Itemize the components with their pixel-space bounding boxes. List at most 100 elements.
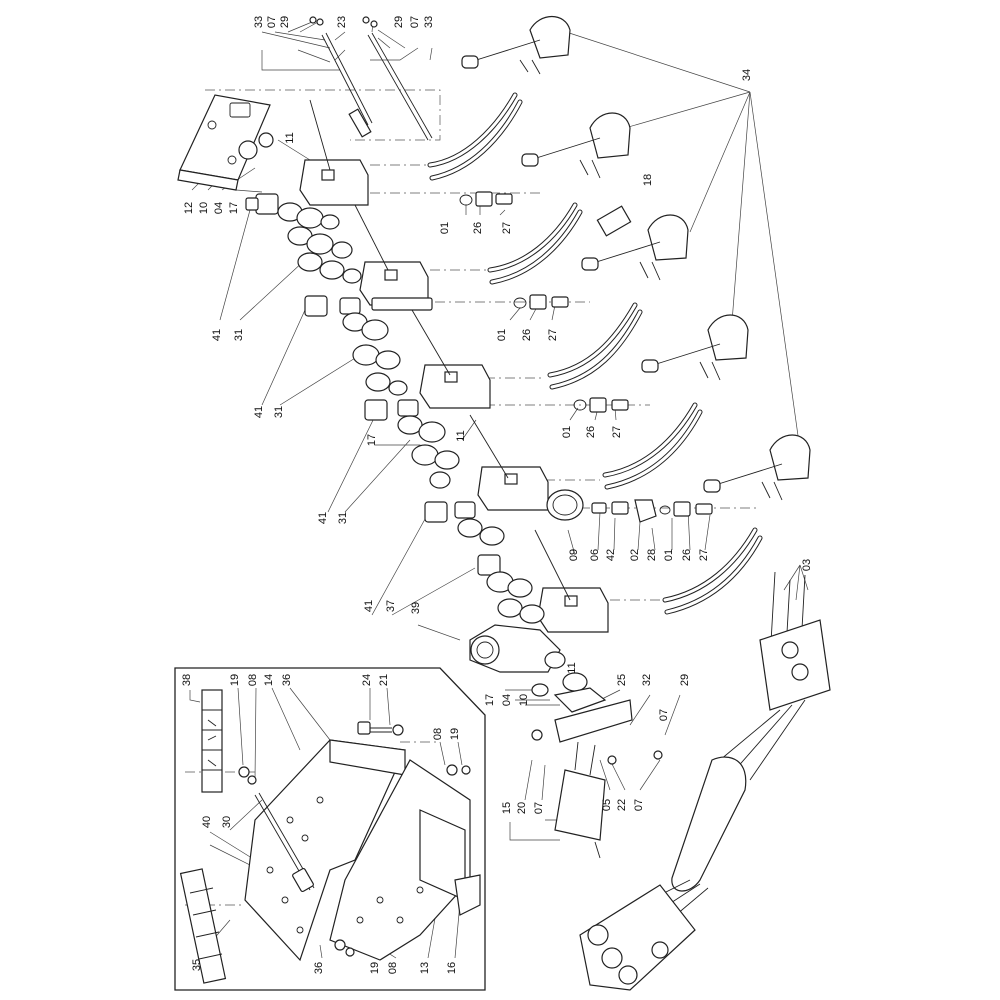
callout-01: 01 bbox=[561, 426, 573, 438]
cable-control-assembly bbox=[579, 571, 831, 991]
callout-29: 29 bbox=[679, 674, 691, 686]
callout-19: 19 bbox=[449, 728, 461, 740]
callout-26: 26 bbox=[585, 426, 597, 438]
nut bbox=[247, 775, 257, 785]
valve-section-4 bbox=[424, 414, 584, 546]
side-plate bbox=[329, 759, 481, 961]
hydraulic-hoses bbox=[427, 92, 763, 615]
callout-38: 38 bbox=[181, 674, 193, 686]
callout-01: 01 bbox=[496, 329, 508, 341]
callout-17: 17 bbox=[484, 694, 496, 706]
decal-strip-bottom bbox=[179, 868, 227, 984]
callout-22: 22 bbox=[616, 799, 628, 811]
bolt bbox=[357, 721, 404, 736]
callout-21: 21 bbox=[378, 674, 390, 686]
callout-27: 27 bbox=[698, 549, 710, 561]
callout-11: 11 bbox=[566, 662, 578, 673]
callout-31: 31 bbox=[273, 406, 285, 418]
callout-11: 11 bbox=[284, 132, 296, 143]
callout-01: 01 bbox=[663, 549, 675, 561]
pressure-regulator bbox=[469, 624, 588, 692]
callout-34: 34 bbox=[741, 69, 753, 81]
callout-08: 08 bbox=[387, 962, 399, 974]
decal-strip-top bbox=[201, 689, 223, 793]
callout-06: 06 bbox=[589, 549, 601, 561]
callout-33: 33 bbox=[253, 16, 265, 28]
threaded-rod bbox=[254, 792, 315, 893]
callout-08: 08 bbox=[247, 674, 259, 686]
callout-41: 41 bbox=[253, 406, 265, 418]
callout-30: 30 bbox=[221, 816, 233, 828]
control-lever-2 bbox=[521, 112, 631, 179]
nut bbox=[461, 765, 471, 775]
callout-26: 26 bbox=[521, 329, 533, 341]
fittings bbox=[459, 191, 713, 523]
callout-12: 12 bbox=[183, 202, 195, 214]
callout-40: 40 bbox=[201, 816, 213, 828]
callout-20: 20 bbox=[516, 802, 528, 814]
control-lever-4 bbox=[641, 314, 749, 381]
control-lever-3 bbox=[581, 214, 689, 281]
callout-27: 27 bbox=[547, 329, 559, 341]
callout-23: 23 bbox=[336, 16, 348, 28]
callout-13: 13 bbox=[419, 962, 431, 974]
control-lever-1 bbox=[461, 16, 571, 75]
mounting-plate bbox=[244, 739, 406, 962]
callout-26: 26 bbox=[681, 549, 693, 561]
valve-section-5 bbox=[477, 529, 609, 633]
callout-41: 41 bbox=[363, 600, 375, 612]
callout-27: 27 bbox=[501, 222, 513, 234]
callout-01: 01 bbox=[439, 222, 451, 234]
callout-27: 27 bbox=[611, 426, 623, 438]
callout-08: 08 bbox=[432, 728, 444, 740]
callout-07: 07 bbox=[533, 802, 545, 814]
callout-42: 42 bbox=[605, 549, 617, 561]
callout-31: 31 bbox=[337, 512, 349, 524]
valve-section-3 bbox=[364, 309, 491, 489]
callout-41: 41 bbox=[211, 329, 223, 341]
valve-section-1 bbox=[245, 99, 369, 284]
washer bbox=[334, 939, 346, 951]
callout-32: 32 bbox=[641, 674, 653, 686]
nut bbox=[345, 947, 355, 957]
callout-07: 07 bbox=[409, 16, 421, 28]
callout-03: 03 bbox=[801, 559, 813, 571]
callout-02: 02 bbox=[629, 549, 641, 561]
callout-15: 15 bbox=[501, 802, 513, 814]
coupling bbox=[531, 683, 607, 713]
callout-09: 09 bbox=[568, 549, 580, 561]
callout-39: 39 bbox=[410, 602, 422, 614]
callout-10: 10 bbox=[198, 202, 210, 214]
callout-14: 14 bbox=[263, 674, 275, 686]
washer bbox=[238, 766, 250, 778]
callout-10: 10 bbox=[518, 694, 530, 706]
callout-41: 41 bbox=[317, 512, 329, 524]
control-lever-5 bbox=[703, 434, 811, 501]
callout-17: 17 bbox=[228, 202, 240, 214]
support-bracket bbox=[531, 699, 663, 859]
callout-29: 29 bbox=[393, 16, 405, 28]
callout-26: 26 bbox=[472, 222, 484, 234]
callout-37: 37 bbox=[385, 600, 397, 612]
valve-section-2 bbox=[304, 204, 433, 396]
control-rods-and-pins bbox=[309, 16, 433, 141]
callout-17: 17 bbox=[366, 434, 378, 446]
callout-33: 33 bbox=[423, 16, 435, 28]
callout-24: 24 bbox=[361, 674, 373, 686]
callout-05: 05 bbox=[601, 799, 613, 811]
callout-36: 36 bbox=[281, 674, 293, 686]
callout-04: 04 bbox=[213, 202, 225, 214]
control-levers bbox=[461, 16, 811, 501]
callout-11: 11 bbox=[455, 430, 467, 441]
callout-25: 25 bbox=[616, 674, 628, 686]
callout-07: 07 bbox=[633, 799, 645, 811]
callout-18: 18 bbox=[642, 174, 654, 186]
valve-bank bbox=[245, 99, 609, 713]
callout-36: 36 bbox=[313, 962, 325, 974]
callout-29: 29 bbox=[279, 16, 291, 28]
callout-04: 04 bbox=[501, 694, 513, 706]
callout-19: 19 bbox=[369, 962, 381, 974]
inset-panel bbox=[174, 667, 486, 991]
